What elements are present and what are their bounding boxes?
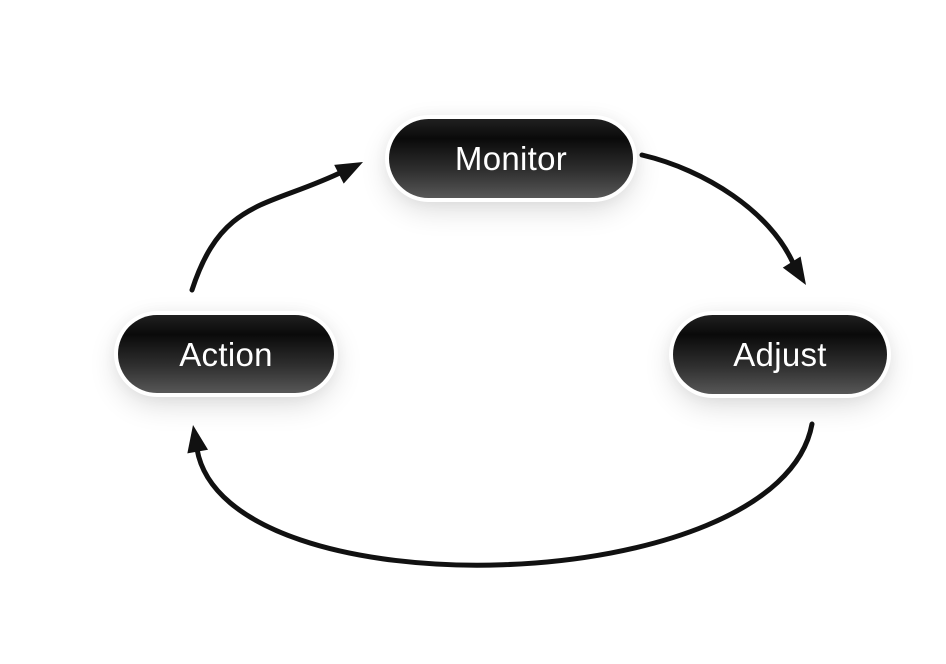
node-action: Action xyxy=(118,315,334,393)
node-action-label: Action xyxy=(179,335,273,373)
arrow-adjust-to-action-shaft xyxy=(194,421,815,568)
arrow-monitor-to-adjust-shaft xyxy=(639,152,796,266)
arrow-action-to-monitor-head-icon xyxy=(334,162,363,184)
arrow-action-to-monitor xyxy=(189,162,363,293)
arrow-monitor-to-adjust-head-icon xyxy=(782,256,806,285)
arrow-action-to-monitor-shaft xyxy=(189,168,347,293)
arrow-adjust-to-action xyxy=(187,421,815,568)
node-monitor-label: Monitor xyxy=(454,140,568,177)
arrow-adjust-to-action-head-icon xyxy=(187,425,209,454)
node-adjust-label: Adjust xyxy=(733,336,827,373)
node-monitor: Monitor xyxy=(389,119,633,198)
arrow-monitor-to-adjust xyxy=(639,152,806,285)
node-adjust: Adjust xyxy=(673,315,887,394)
